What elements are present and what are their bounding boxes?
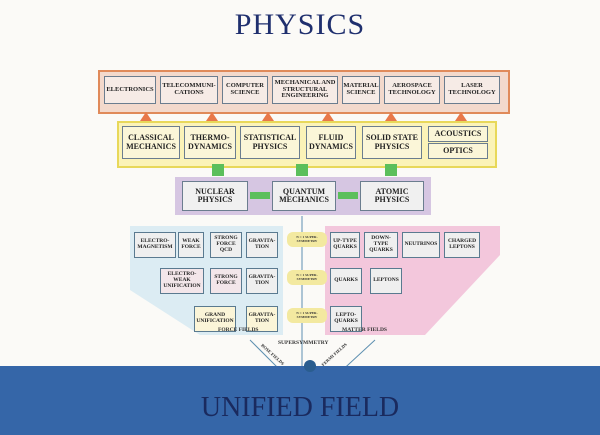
arrow-up-icon bbox=[140, 112, 152, 121]
arrow-up-icon bbox=[455, 112, 467, 121]
page-title: PHYSICS bbox=[234, 8, 366, 41]
force-gravitation: GRAVITA-TION bbox=[246, 232, 278, 258]
force-gravitation-3: GRAVITA-TION bbox=[246, 306, 278, 332]
origin-dot bbox=[304, 360, 316, 372]
matter-charged-leptons: CHARGED LEPTONS bbox=[444, 232, 480, 258]
matter-leptoquarks: LEPTO-QUARKS bbox=[330, 306, 362, 332]
branch-fluid: FLUID DYNAMICS bbox=[306, 126, 356, 159]
force-weak: WEAK FORCE bbox=[178, 232, 204, 258]
force-strong: STRONG FORCE bbox=[210, 268, 242, 294]
matter-leptons: LEPTONS bbox=[370, 268, 402, 294]
branch-solid-state: SOLID STATE PHYSICS bbox=[362, 126, 422, 159]
force-electroweak: ELECTRO-WEAK UNIFICATION bbox=[160, 268, 204, 294]
supersymmetry-level: N = 1 SUPER-SYMMETRY bbox=[287, 232, 327, 247]
matter-neutrinos: NEUTRINOS bbox=[402, 232, 440, 258]
arrow-up-icon bbox=[206, 112, 218, 121]
app-electronics: ELECTRONICS bbox=[104, 76, 156, 104]
force-grand-unification: GRAND UNIFICATION bbox=[194, 306, 236, 332]
app-computer-science: COMPUTER SCIENCE bbox=[222, 76, 268, 104]
app-laser: LASER TECHNOLOGY bbox=[444, 76, 500, 104]
branch-thermo: THERMO-DYNAMICS bbox=[184, 126, 236, 159]
branch-optics: OPTICS bbox=[428, 143, 488, 159]
arrow-up-icon bbox=[385, 112, 397, 121]
double-arrow-icon bbox=[338, 192, 358, 199]
matter-fields-label: MATTER FIELDS bbox=[342, 327, 387, 333]
core-quantum: QUANTUM MECHANICS bbox=[272, 181, 336, 211]
app-aerospace: AEROSPACE TECHNOLOGY bbox=[384, 76, 440, 104]
green-arrow-icon bbox=[385, 164, 397, 176]
green-arrow-icon bbox=[296, 164, 308, 176]
force-fields-label: FORCE FIELDS bbox=[218, 327, 259, 333]
arrow-up-icon bbox=[322, 112, 334, 121]
green-arrow-icon bbox=[212, 164, 224, 176]
app-material-science: MATERIAL SCIENCE bbox=[342, 76, 380, 104]
force-gravitation-2: GRAVITA-TION bbox=[246, 268, 278, 294]
double-arrow-icon bbox=[250, 192, 270, 199]
force-electromagnetism: ELECTRO-MAGNETISM bbox=[134, 232, 176, 258]
unified-field-label: UNIFIED FIELD bbox=[200, 392, 400, 423]
branch-statistical: STATISTICAL PHYSICS bbox=[240, 126, 300, 159]
app-mechanical: MECHANICAL AND STRUCTURAL ENGINEERING bbox=[272, 76, 338, 104]
supersymmetry-label: SUPERSYMMETRY bbox=[278, 340, 329, 346]
matter-down-quarks: DOWN-TYPE QUARKS bbox=[364, 232, 398, 258]
core-atomic: ATOMIC PHYSICS bbox=[360, 181, 424, 211]
branch-classical: CLASSICAL MECHANICS bbox=[122, 126, 180, 159]
matter-quarks: QUARKS bbox=[330, 268, 362, 294]
matter-up-quarks: UP-TYPE QUARKS bbox=[330, 232, 360, 258]
force-strong-qcd: STRONG FORCE QCD bbox=[210, 232, 242, 258]
app-telecom: TELECOMMUNI-CATIONS bbox=[160, 76, 218, 104]
arrow-up-icon bbox=[262, 112, 274, 121]
core-nuclear: NUCLEAR PHYSICS bbox=[182, 181, 248, 211]
supersymmetry-level: N = 1 SUPER-SYMMETRY bbox=[287, 270, 327, 285]
branch-acoustics: ACOUSTICS bbox=[428, 126, 488, 142]
unified-field-band bbox=[0, 366, 600, 435]
supersymmetry-level: N = 1 SUPER-SYMMETRY bbox=[287, 308, 327, 323]
